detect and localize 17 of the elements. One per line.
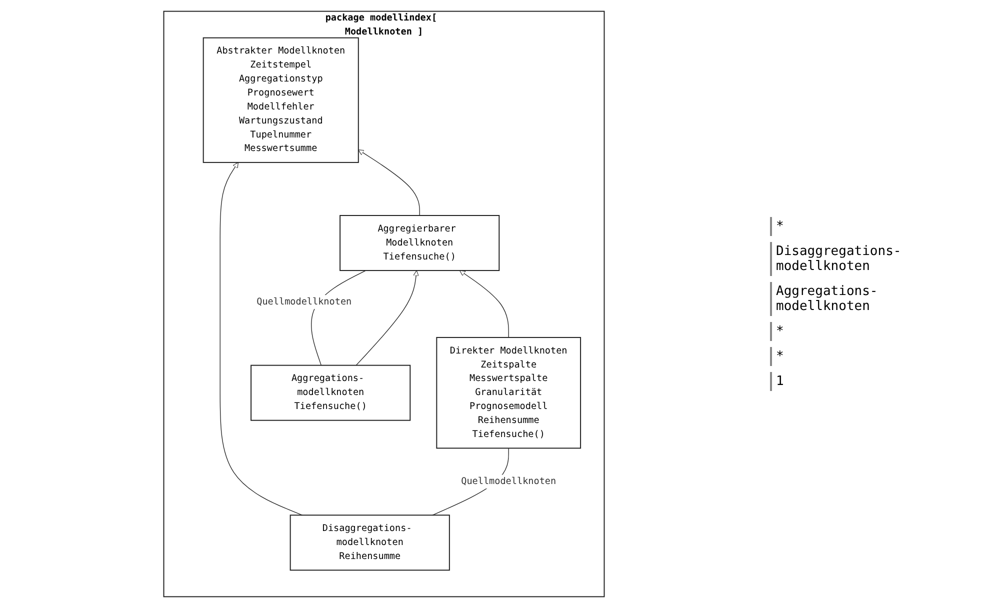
arrow <box>356 270 419 366</box>
association-end-label: * <box>770 217 980 236</box>
node-box: Disaggregations- modellknoten Reihensumme <box>290 514 450 571</box>
association-end-label: 1 <box>770 372 980 391</box>
node-box: Aggregierbarer Modellknoten Tiefensuche() <box>340 215 500 272</box>
node-box: Aggregations- modellknoten Tiefensuche() <box>250 364 411 421</box>
arrow <box>459 270 509 338</box>
arrow <box>358 150 420 216</box>
edge-label: Quellmodellknoten <box>256 296 352 307</box>
association-end-label: * <box>770 322 980 341</box>
edge-label: Quellmodellknoten <box>461 476 556 487</box>
association-end-label: * <box>770 347 980 366</box>
association-end-label: Disaggregations- modellknoten <box>770 242 980 276</box>
arrow <box>220 162 303 516</box>
association-end-label: Aggregations- modellknoten <box>770 282 980 316</box>
node-box: Direkter Modellknoten Zeitspalte Messwertspalte Granularität Prognosemodell Reihensumme Tiefensuche() <box>436 336 582 449</box>
node-box: Abstrakter Modellknoten Zeitstempel Aggregationstyp Prognosewert Modellfehler Wartungszustand Tupelnummer Messwertsumme <box>202 37 359 163</box>
